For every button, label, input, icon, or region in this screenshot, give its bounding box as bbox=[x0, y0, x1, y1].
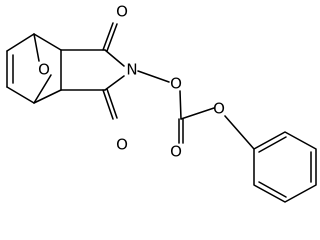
bond-top-right bbox=[33, 33, 62, 51]
bond-bridge-o-bottom bbox=[33, 74, 52, 104]
bond-top-carbonyl-b bbox=[106, 23, 118, 52]
bond-top-carbonyl-a bbox=[102, 22, 114, 51]
atom-label-o-ester-2: O bbox=[213, 100, 225, 118]
bond-upper-c-n bbox=[104, 49, 125, 67]
bond-bottom-carbonyl-b bbox=[106, 88, 118, 119]
atom-label-n-imide: N bbox=[126, 61, 137, 79]
bond-group bbox=[6, 22, 317, 203]
bond-lower-c-n bbox=[104, 75, 125, 91]
bond-n-o bbox=[137, 70, 170, 83]
bond-top-bridge-o bbox=[33, 33, 40, 62]
bond-bottom-carbonyl-a bbox=[102, 89, 114, 120]
bond-o-c bbox=[179, 90, 182, 120]
molecule-svg: O O N O O O O bbox=[6, 3, 317, 203]
atom-label-o-bottom: O bbox=[116, 136, 128, 154]
bond-bottom-right bbox=[33, 89, 62, 104]
bond-c-o-ester bbox=[180, 107, 215, 120]
atom-label-o-ester-1: O bbox=[170, 75, 182, 93]
bond-o-phenyl bbox=[224, 115, 255, 150]
phenyl-ring bbox=[253, 131, 317, 203]
phenyl-inner-bond-3 bbox=[258, 181, 287, 198]
atom-label-o-bridge: O bbox=[38, 61, 50, 79]
phenyl-inner-bond-1 bbox=[258, 136, 287, 153]
chemical-structure-diagram: O O N O O O O bbox=[6, 2, 317, 203]
bond-left-bottom bbox=[6, 86, 35, 104]
atom-label-o-top: O bbox=[116, 3, 128, 21]
bond-left-top bbox=[6, 33, 35, 52]
atom-label-o-carbonyl: O bbox=[170, 143, 182, 161]
atom-label-group: O O N O O O O bbox=[38, 3, 225, 161]
